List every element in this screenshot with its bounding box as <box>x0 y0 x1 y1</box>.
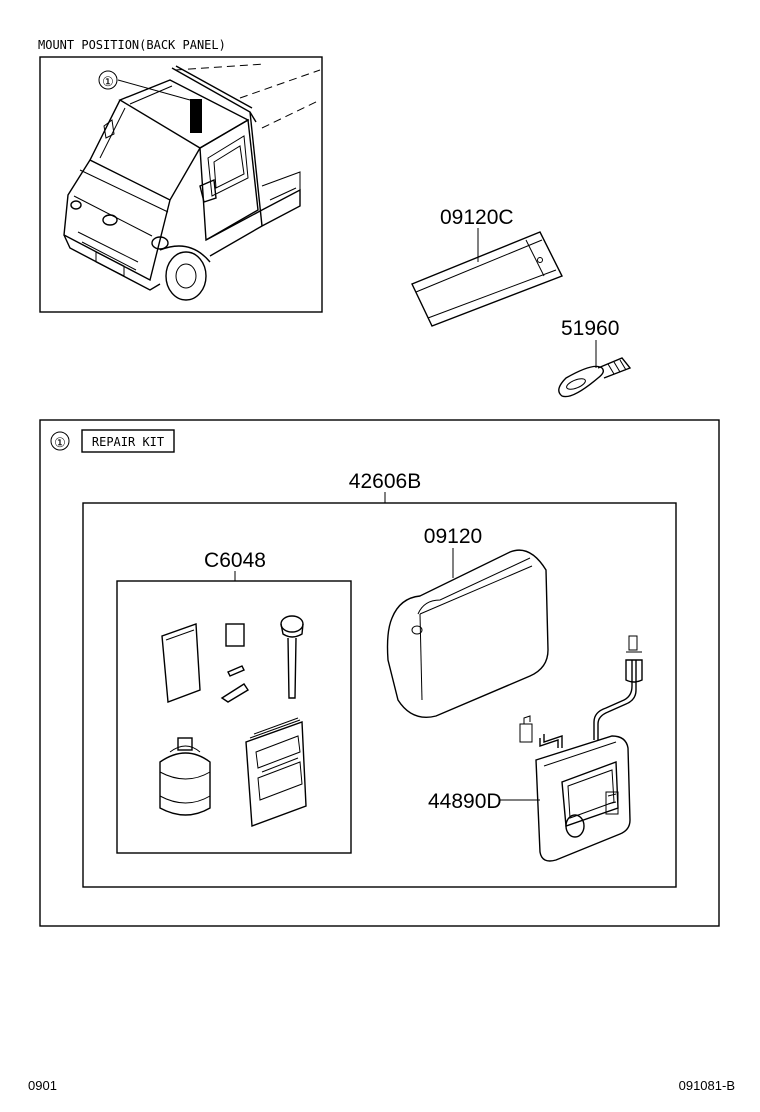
part-label-09120c: 09120C <box>440 206 514 229</box>
marker-number-kit: ① <box>54 435 66 450</box>
small-sticker <box>225 623 245 647</box>
valve-core <box>227 665 245 677</box>
truck-illustration: ① <box>63 63 321 301</box>
kit-c6048-frame <box>116 580 352 854</box>
valve-nozzle <box>220 683 249 703</box>
part-label-09120: 09120 <box>424 525 482 548</box>
instruction-manual <box>245 717 307 827</box>
part-label-42606b: 42606B <box>349 470 421 493</box>
marker-circle-kit <box>50 431 70 451</box>
repair-kit-frame <box>39 419 720 927</box>
c6048-contents <box>159 615 307 827</box>
repair-kit-label-box <box>81 429 175 453</box>
mount-position-frame <box>39 56 323 313</box>
footer-right-code: 091081-B <box>679 1078 735 1093</box>
bag-09120c-illustration <box>411 231 563 327</box>
marker-circle-top <box>98 70 118 90</box>
mount-label-marker <box>190 99 202 133</box>
patch-sheet <box>161 623 201 703</box>
bag-09120-illustration <box>386 549 549 718</box>
sealant-bottle <box>159 737 211 816</box>
part-label-51960: 51960 <box>561 317 619 340</box>
marker-number-top: ① <box>102 74 114 89</box>
mount-position-label: MOUNT POSITION(BACK PANEL) <box>38 38 226 52</box>
kit-42606b-frame <box>82 502 677 888</box>
repair-kit-label: REPAIR KIT <box>92 435 164 449</box>
towing-eye-51960-illustration <box>558 357 632 398</box>
footer-left-code: 0901 <box>28 1078 57 1093</box>
tool-knob <box>280 615 304 633</box>
compressor-44890d-illustration <box>519 635 643 862</box>
part-label-c6048: C6048 <box>204 549 266 572</box>
part-label-44890d: 44890D <box>428 790 502 813</box>
